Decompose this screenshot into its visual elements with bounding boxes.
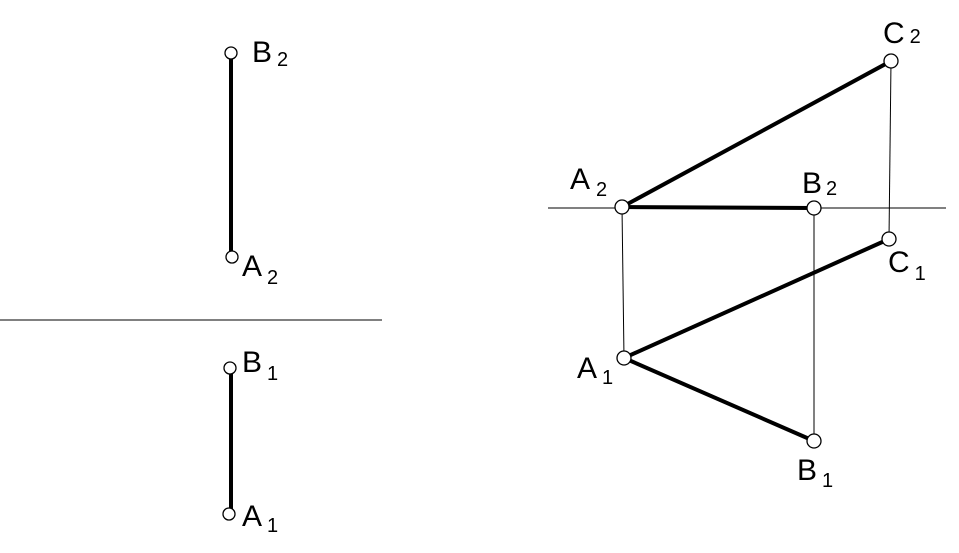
segment-a2-c2 [621, 59, 892, 209]
left-point-b2 [224, 46, 238, 60]
right-point-b2 [806, 200, 822, 216]
left-point-a2 [225, 250, 239, 264]
segment-a1-b1 [623, 356, 815, 443]
left-point-a1 [222, 507, 236, 521]
segment-a1-c1 [623, 237, 890, 360]
right-point-c2 [883, 53, 899, 69]
segment-a2-b2 [621, 205, 815, 210]
right-point-c1 [881, 231, 897, 247]
right-point-b1 [806, 433, 822, 449]
link-line-a [621, 206, 625, 359]
right-point-a2 [614, 199, 630, 215]
left-point-b1 [223, 361, 237, 375]
right-point-a1 [616, 350, 632, 366]
link-line-c [888, 60, 892, 240]
